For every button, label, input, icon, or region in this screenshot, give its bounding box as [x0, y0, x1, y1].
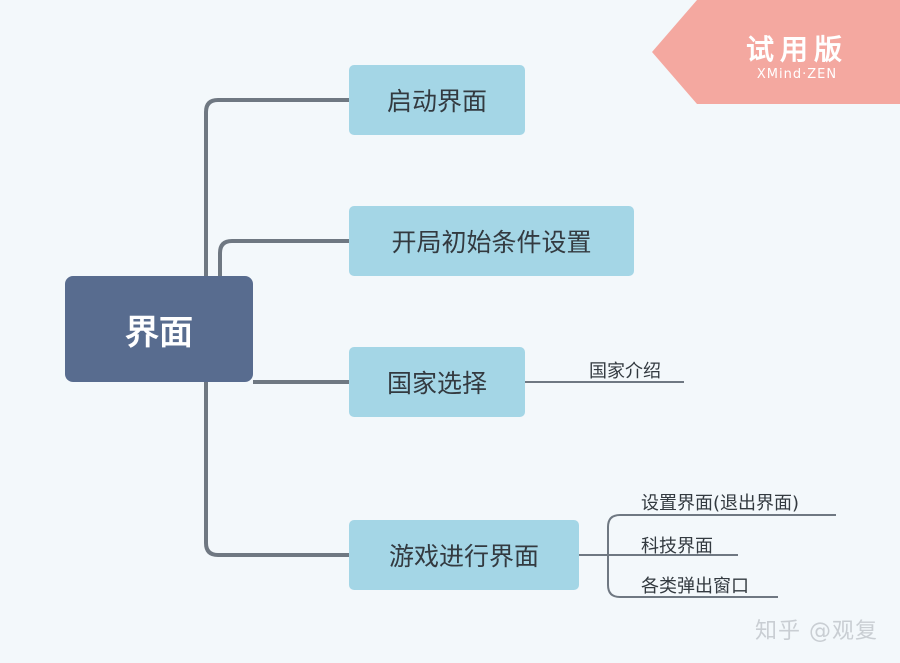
- trial-badge-title: 试用版: [745, 33, 848, 66]
- trial-badge-subtitle: XMind·ZEN: [756, 67, 838, 82]
- topic-country-select[interactable]: 国家选择: [349, 347, 525, 417]
- connector-root-bottom: [204, 382, 349, 557]
- trial-badge: 试用版 XMind·ZEN: [652, 0, 900, 104]
- root-topic[interactable]: 界面: [65, 276, 253, 382]
- trial-badge-shape: [652, 0, 900, 104]
- topic-startup-screen[interactable]: 启动界面: [349, 65, 525, 135]
- connector-root-trunk: [204, 98, 349, 276]
- subtopic-settings-screen[interactable]: 设置界面(退出界面): [641, 493, 800, 514]
- subtopic-popup-windows[interactable]: 各类弹出窗口: [641, 576, 749, 597]
- topic-game-screen[interactable]: 游戏进行界面: [349, 520, 579, 590]
- subtopic-country-intro[interactable]: 国家介绍: [589, 361, 661, 382]
- connector-sub-2: [607, 514, 836, 555]
- connector-sub-4: [607, 555, 778, 598]
- connector-topic-2: [218, 239, 349, 276]
- watermark: 知乎 @观复: [755, 619, 878, 644]
- subtopic-tech-screen[interactable]: 科技界面: [641, 536, 713, 557]
- topic-initial-settings[interactable]: 开局初始条件设置: [349, 206, 634, 276]
